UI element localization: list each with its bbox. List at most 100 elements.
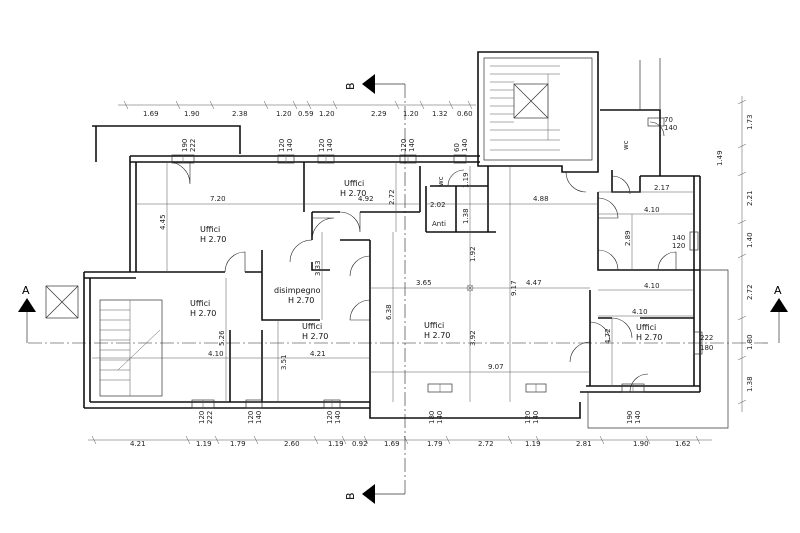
dim-410d: 4.10 <box>208 350 224 358</box>
dim-410b: 4.10 <box>644 282 660 290</box>
window-right-2-height: 222 <box>700 334 713 342</box>
room-labels: Uffici H 2.70 Uffici H 2.70 Uffici H 2.7… <box>190 140 662 342</box>
bottom-dim-10: 2.81 <box>576 440 592 448</box>
dim-447: 4.47 <box>526 279 542 287</box>
right-dim-6: 1.38 <box>746 376 754 392</box>
room-name-6: Uffici <box>424 321 444 330</box>
section-a-left-label: A <box>22 284 30 297</box>
window-bottom-1: 120 222 <box>191 399 215 424</box>
section-b-top-arrow <box>362 74 375 94</box>
section-a-left-arrow <box>18 298 36 312</box>
window-bottom-3-width: 120 <box>326 411 334 424</box>
window-top-3: 120 140 <box>317 139 335 164</box>
window-bottom-2-width: 120 <box>247 411 255 424</box>
window-top-2-height: 140 <box>286 139 294 152</box>
window-top-4-width: 120 <box>400 139 408 152</box>
bottom-dim-9: 1.19 <box>525 440 541 448</box>
room-name-7: Uffici <box>636 323 656 332</box>
room-height-5: H 2.70 <box>302 332 328 341</box>
bottom-dim-7: 1.79 <box>427 440 443 448</box>
right-dimension-line: 1.73 1.49 2.21 1.40 2.72 1.80 1.38 <box>716 96 754 412</box>
stair-left <box>45 285 163 397</box>
top-dim-9: 0.60 <box>457 110 473 118</box>
dim-421: 4.21 <box>310 350 326 358</box>
window-bottom-3-height: 140 <box>334 411 342 424</box>
window-top-5: 60 140 <box>453 139 469 164</box>
stair-top <box>490 65 560 151</box>
dim-445: 4.45 <box>159 214 167 230</box>
window-top-1-width: 190 <box>181 139 189 152</box>
window-top-4-height: 140 <box>408 139 416 152</box>
window-right-2: 222 180 <box>693 331 713 355</box>
room-name-1: Uffici <box>200 225 220 234</box>
dim-917: 9.17 <box>510 280 518 296</box>
interior-dimension-texts: 7.20 4.45 4.92 2.72 1.19 2.02 1.38 4.88 … <box>159 172 670 371</box>
window-bottom-1-height: 222 <box>206 411 214 424</box>
room-height-7: H 2.70 <box>636 333 662 342</box>
window-bottom-2: 120 140 <box>245 399 263 424</box>
windows-bottom: 120 222 120 140 120 140 180 140 120 140 <box>191 383 645 424</box>
dim-202: 2.02 <box>430 201 446 209</box>
top-dim-6: 2.29 <box>371 110 387 118</box>
right-dim-2: 2.21 <box>746 190 754 206</box>
section-b-top-label: B <box>344 82 357 90</box>
window-right-1-height: 140 <box>672 234 685 242</box>
top-dim-2: 2.38 <box>232 110 248 118</box>
bottom-dimension-line: 4.21 1.19 1.79 2.60 1.19 0.92 1.69 1.79 … <box>88 435 712 448</box>
bottom-dim-6: 1.69 <box>384 440 400 448</box>
dim-119: 1.19 <box>462 172 470 188</box>
section-line-b: B B <box>344 74 406 504</box>
window-bottom-1-width: 120 <box>198 411 206 424</box>
dim-720: 7.20 <box>210 195 226 203</box>
window-bottom-5-height: 140 <box>532 411 540 424</box>
dim-138: 1.38 <box>462 208 470 224</box>
bottom-dim-8: 2.72 <box>478 440 494 448</box>
window-bottom-2-height: 140 <box>255 411 263 424</box>
right-dim-1: 1.49 <box>716 150 724 166</box>
dim-526: 5.26 <box>218 330 226 346</box>
inner-walls <box>136 162 700 402</box>
top-dim-5: 1.20 <box>319 110 335 118</box>
room-height-1: H 2.70 <box>200 235 226 244</box>
room-name-2: Uffici <box>344 179 364 188</box>
section-b-bottom-label: B <box>344 492 357 500</box>
bottom-dim-3: 2.60 <box>284 440 300 448</box>
windows-top: 190 222 120 140 120 140 120 140 60 140 <box>171 116 713 355</box>
dim-410a: 4.10 <box>644 206 660 214</box>
window-top-5-width: 60 <box>453 143 461 152</box>
dim-638: 6.38 <box>385 304 393 320</box>
dim-289: 2.89 <box>624 230 632 246</box>
window-top-3-height: 140 <box>326 139 334 152</box>
section-a-right-arrow <box>770 298 788 312</box>
window-top-1: 190 222 <box>171 139 197 164</box>
bottom-dim-0: 4.21 <box>130 440 146 448</box>
room-name-3: Uffici <box>190 299 210 308</box>
window-bottom-4-height: 140 <box>436 411 444 424</box>
top-dimension-line: 1.69 1.90 2.38 1.20 0.59 1.20 2.29 1.20 … <box>118 100 476 118</box>
top-dim-0: 1.69 <box>143 110 159 118</box>
top-dim-1: 1.90 <box>184 110 200 118</box>
window-top-2: 120 140 <box>277 139 295 164</box>
room-anti: Anti <box>432 220 446 228</box>
dim-392: 3.92 <box>469 330 477 346</box>
section-b-bottom-arrow <box>362 484 375 504</box>
window-right-2-width: 180 <box>700 344 713 352</box>
dim-907: 9.07 <box>488 363 504 371</box>
window-bottom-3: 120 140 <box>323 399 342 424</box>
bottom-dim-5: 0.92 <box>352 440 368 448</box>
window-top-5-height: 140 <box>461 139 469 152</box>
bottom-dim-4: 1.19 <box>328 440 344 448</box>
right-dim-3: 1.40 <box>746 232 754 248</box>
window-top-1-height: 222 <box>189 139 197 152</box>
room-height-6: H 2.70 <box>424 331 450 340</box>
window-bottom-6-width: 190 <box>626 411 634 424</box>
right-dim-4: 2.72 <box>746 284 754 300</box>
window-wc-right: 70 140 <box>647 116 677 132</box>
window-bottom-4-width: 180 <box>428 411 436 424</box>
section-a-right-label: A <box>774 284 782 297</box>
window-bottom-6: 190 140 <box>621 383 645 424</box>
bottom-dim-11: 1.90 <box>633 440 649 448</box>
dim-488: 4.88 <box>533 195 549 203</box>
window-top-2-width: 120 <box>278 139 286 152</box>
bottom-dim-12: 1.62 <box>675 440 691 448</box>
